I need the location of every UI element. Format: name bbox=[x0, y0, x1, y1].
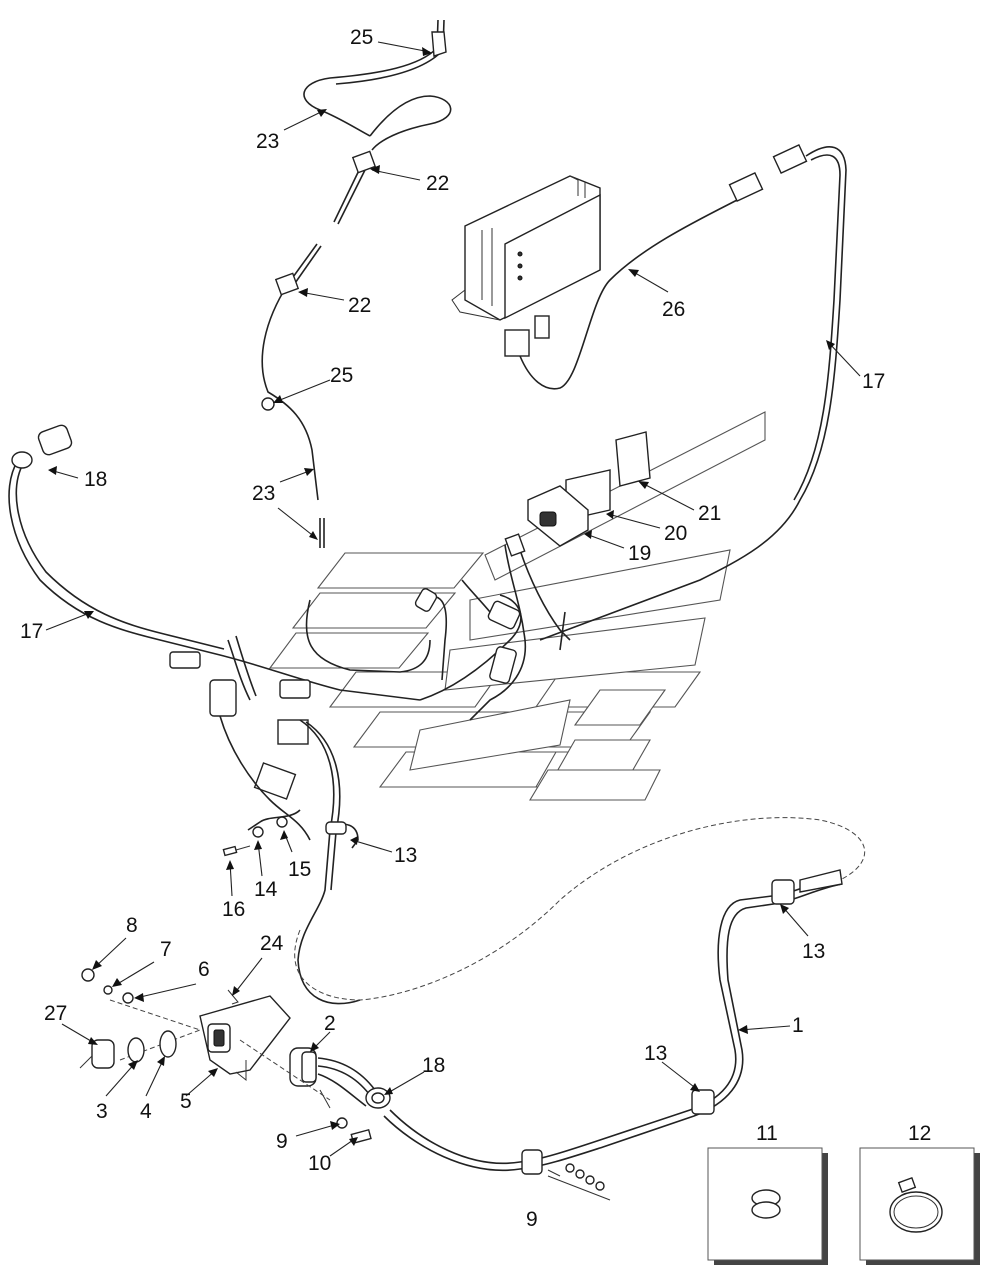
callout-7: 7 bbox=[160, 938, 172, 961]
callout-26: 26 bbox=[662, 298, 685, 321]
connector-a bbox=[169, 651, 201, 669]
callout-16: 16 bbox=[222, 898, 245, 921]
inset-box-12 bbox=[859, 1147, 980, 1265]
module-connector bbox=[504, 329, 530, 357]
grommet-18-left bbox=[11, 451, 33, 469]
module-plug bbox=[728, 171, 764, 203]
callout-13-right: 13 bbox=[802, 940, 825, 963]
callout-23-upper: 23 bbox=[256, 130, 279, 153]
connector-d bbox=[277, 719, 309, 745]
inset-box-11 bbox=[707, 1147, 828, 1265]
callout-10: 10 bbox=[308, 1152, 331, 1175]
clip-22-lower bbox=[274, 272, 300, 296]
callout-17-right: 17 bbox=[862, 370, 885, 393]
connector-f bbox=[487, 600, 521, 630]
switch-19 bbox=[527, 485, 589, 547]
callout-25-upper: 25 bbox=[350, 26, 373, 49]
callout-22-lower: 22 bbox=[348, 294, 371, 317]
socket-assembly bbox=[109, 995, 391, 1145]
callout-18-lower: 18 bbox=[422, 1054, 445, 1077]
switch-assembly bbox=[527, 431, 651, 547]
clamp-13-bottom bbox=[521, 1149, 543, 1175]
gasket-3 bbox=[127, 1037, 145, 1063]
callout-8: 8 bbox=[126, 914, 138, 937]
callout-14: 14 bbox=[254, 878, 278, 901]
plug-18-left bbox=[37, 424, 73, 456]
upper-hose-assembly bbox=[261, 19, 452, 548]
callout-27: 27 bbox=[44, 1002, 67, 1025]
callout-15: 15 bbox=[288, 858, 311, 881]
callout-6: 6 bbox=[198, 958, 210, 981]
cap-27 bbox=[91, 1039, 115, 1069]
callout-12: 12 bbox=[908, 1122, 931, 1145]
callout-5: 5 bbox=[180, 1090, 192, 1113]
callout-17-left: 17 bbox=[20, 620, 43, 643]
washers-9 bbox=[547, 1163, 611, 1201]
callout-22-upper: 22 bbox=[426, 172, 449, 195]
callout-13-upper: 13 bbox=[394, 844, 417, 867]
clip-22-upper bbox=[351, 150, 377, 174]
callout-20: 20 bbox=[664, 522, 687, 545]
callout-1: 1 bbox=[792, 1014, 804, 1037]
connector-c bbox=[209, 679, 237, 717]
left-hardware bbox=[79, 968, 239, 1069]
harness-17 bbox=[8, 146, 847, 1005]
connector-e bbox=[414, 588, 438, 612]
clamp-13-lower bbox=[691, 1089, 715, 1115]
control-module bbox=[451, 143, 808, 390]
callout-11: 11 bbox=[756, 1122, 778, 1145]
plate-21 bbox=[615, 431, 651, 487]
callout-19: 19 bbox=[628, 542, 651, 565]
connector-h bbox=[504, 533, 526, 557]
callout-4: 4 bbox=[140, 1100, 152, 1123]
bracket-5 bbox=[199, 995, 291, 1075]
callout-25-lower: 25 bbox=[330, 364, 353, 387]
clamp-13-right bbox=[771, 879, 795, 905]
clamp-13-upper bbox=[325, 821, 347, 835]
fitting-25-upper bbox=[431, 31, 447, 57]
lower-hose bbox=[294, 817, 866, 1175]
callout-13-lower: 13 bbox=[644, 1042, 667, 1065]
callout-23-lower: 23 bbox=[252, 482, 275, 505]
callout-labels: 25 23 22 22 25 23 26 17 18 21 20 19 17 1… bbox=[20, 26, 931, 1231]
clamp-25-lower bbox=[261, 397, 275, 411]
ground-hardware bbox=[222, 809, 359, 857]
callout-9-lower: 9 bbox=[526, 1208, 538, 1231]
callout-24: 24 bbox=[260, 932, 284, 955]
callout-2: 2 bbox=[324, 1012, 336, 1035]
connector-g bbox=[489, 646, 517, 684]
connector-b bbox=[279, 679, 311, 699]
module-connector-small bbox=[534, 315, 550, 339]
callout-21: 21 bbox=[698, 502, 721, 525]
callout-18-left: 18 bbox=[84, 468, 107, 491]
leader-lines bbox=[45, 41, 861, 1157]
relay bbox=[253, 762, 297, 800]
callout-9-left: 9 bbox=[276, 1130, 288, 1153]
ring-4 bbox=[159, 1030, 177, 1058]
harness-plug-17 bbox=[772, 143, 808, 175]
callout-3: 3 bbox=[96, 1100, 108, 1123]
